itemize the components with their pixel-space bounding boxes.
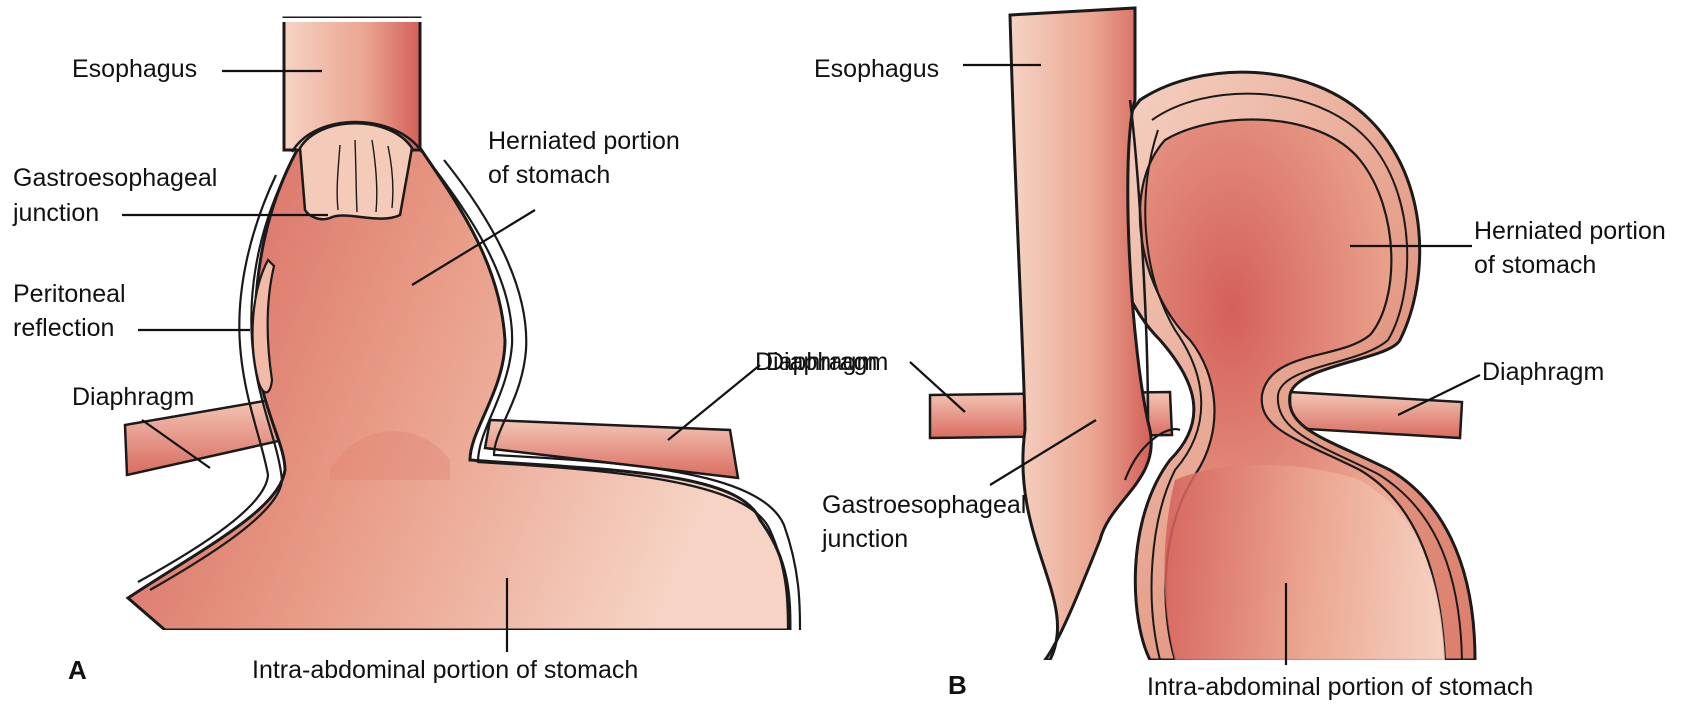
panel-b-label-esophagus: Esophagus <box>814 55 940 83</box>
panel-a-label-peritoneal-line2: reflection <box>13 314 115 342</box>
panel-a-letter: A <box>68 655 87 685</box>
panel-b-diaphragm-right-shape <box>1288 390 1464 440</box>
panel-b-label-intra-abdominal: Intra-abdominal portion of stomach <box>1147 673 1534 701</box>
panel-b-label-ge-junction-line2: junction <box>822 525 909 553</box>
panel-a-label-ge-junction-line2: junction <box>13 199 100 227</box>
panel-a-label-esophagus: Esophagus <box>72 55 198 83</box>
panel-a-label-peritoneal-line1: Peritoneal <box>13 280 126 308</box>
panel-b-label-ge-junction-line1: Gastroesophageal <box>822 491 1027 519</box>
panel-a-label-ge-junction-line1: Gastroesophageal <box>13 164 218 192</box>
panel-a-label-herniated-line2: of stomach <box>488 161 611 189</box>
panel-b-label-herniated-line1: Herniated portion <box>1474 217 1666 245</box>
panel-a-leader-lines <box>122 69 761 652</box>
panel-b-leader-lines <box>909 63 1481 665</box>
panel-b-label-diaphragm-left: Diaphragm <box>755 348 878 376</box>
panel-a-label-intra-abdominal: Intra-abdominal portion of stomach <box>252 656 639 684</box>
panel-b-label-herniated-line2: of stomach <box>1474 251 1597 279</box>
panel-a-label-diaphragm-right: Diaphragm <box>766 348 889 376</box>
panel-b-illustration <box>928 6 1480 672</box>
panel-a-label-herniated-line1: Herniated portion <box>488 127 680 155</box>
panel-b-letter: B <box>948 670 967 700</box>
panel-a-label-diaphragm-left: Diaphragm <box>72 383 195 411</box>
panel-b-label-diaphragm-right: Diaphragm <box>1482 358 1605 386</box>
panel-a-illustration <box>120 16 810 640</box>
panel-b-esophagus-shape <box>1008 6 1153 662</box>
panel-a-stomach-shape <box>125 143 792 632</box>
